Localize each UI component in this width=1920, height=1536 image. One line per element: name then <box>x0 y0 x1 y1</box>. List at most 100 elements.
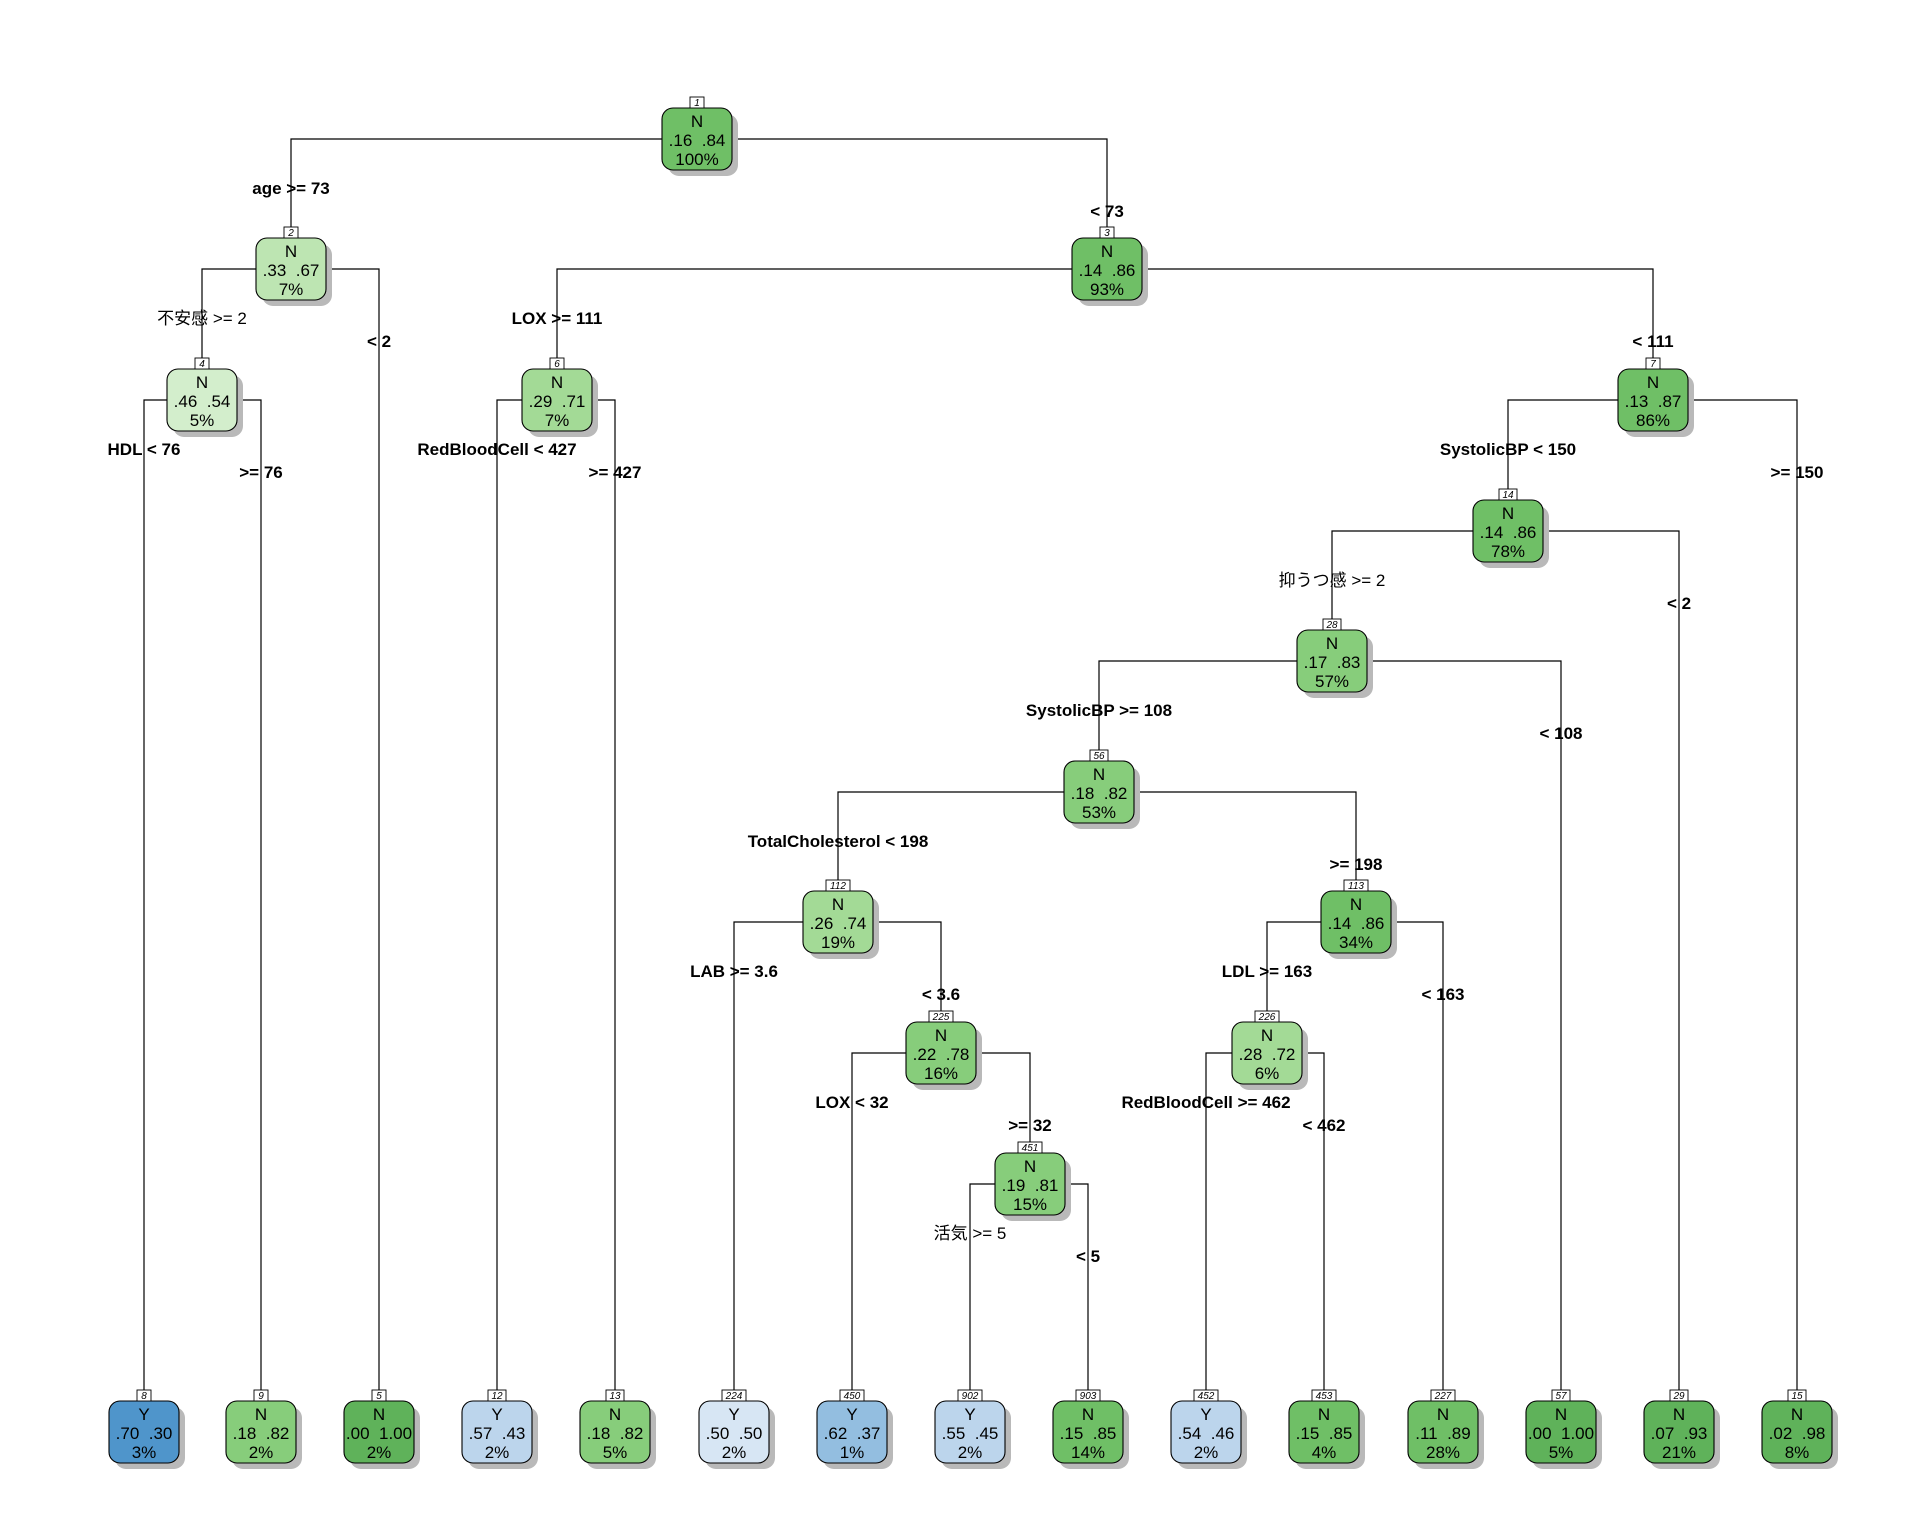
node-id: 227 <box>1434 1391 1452 1402</box>
node-probs: .28 .72 <box>1239 1045 1296 1064</box>
node-id-box <box>1322 618 1342 631</box>
node-id-box <box>957 1389 983 1402</box>
tree-node-57: 57N.00 1.005% <box>1525 1389 1602 1469</box>
node-probs: .22 .78 <box>913 1045 970 1064</box>
node-percent: 2% <box>249 1443 274 1462</box>
node-percent: 6% <box>1255 1064 1280 1083</box>
node-class: Y <box>491 1405 502 1424</box>
edge-28 <box>1098 660 1562 1391</box>
node-probs: .14 .86 <box>1480 523 1537 542</box>
node-class: N <box>255 1405 267 1424</box>
node-percent: 28% <box>1426 1443 1460 1462</box>
node-id: 8 <box>141 1391 147 1402</box>
node-id: 5 <box>376 1391 382 1402</box>
node-percent: 57% <box>1315 672 1349 691</box>
tree-node-9: 9N.18 .822% <box>225 1389 302 1469</box>
tree-node-4: 4N.46 .545% <box>166 357 243 437</box>
node-probs: .33 .67 <box>263 261 320 280</box>
node-probs: .17 .83 <box>1304 653 1361 672</box>
node-probs: .26 .74 <box>810 914 867 933</box>
edge-4 <box>143 399 262 1391</box>
split-label-left-56: TotalCholesterol < 198 <box>748 832 929 851</box>
node-probs: .14 .86 <box>1328 914 1385 933</box>
node-id: 12 <box>491 1391 503 1402</box>
node-percent: 5% <box>1549 1443 1574 1462</box>
split-label-right-226: < 462 <box>1302 1116 1345 1135</box>
node-probs: .15 .85 <box>1060 1424 1117 1443</box>
edge-112 <box>733 921 942 1391</box>
node-class: Y <box>138 1405 149 1424</box>
node-percent: 53% <box>1082 803 1116 822</box>
node-id-box <box>1254 1010 1280 1023</box>
node-id-box <box>825 879 851 892</box>
node-id: 29 <box>1672 1391 1685 1402</box>
node-percent: 100% <box>675 150 718 169</box>
node-class: N <box>1437 1405 1449 1424</box>
node-percent: 78% <box>1491 542 1525 561</box>
node-percent: 4% <box>1312 1443 1337 1462</box>
node-probs: .46 .54 <box>174 392 231 411</box>
node-probs: .18 .82 <box>587 1424 644 1443</box>
tree-node-6: 6N.29 .717% <box>521 357 598 437</box>
node-id: 7 <box>1650 359 1656 370</box>
node-id-box <box>721 1389 747 1402</box>
node-class: N <box>196 373 208 392</box>
node-id: 902 <box>962 1391 979 1402</box>
node-class: N <box>1326 634 1338 653</box>
node-id: 112 <box>830 881 846 892</box>
node-id: 2 <box>287 228 294 239</box>
node-percent: 2% <box>1194 1443 1219 1462</box>
node-percent: 21% <box>1662 1443 1696 1462</box>
split-label-left-112: LAB >= 3.6 <box>690 962 778 981</box>
node-probs: .16 .84 <box>669 131 726 150</box>
node-class: N <box>1024 1157 1036 1176</box>
node-class: Y <box>846 1405 857 1424</box>
node-id: 9 <box>258 1391 264 1402</box>
node-id-box <box>1193 1389 1219 1402</box>
edge-3 <box>556 268 1654 359</box>
split-label-left-7: SystolicBP < 150 <box>1440 440 1576 459</box>
node-id: 452 <box>1198 1391 1215 1402</box>
tree-node-8: 8Y.70 .303% <box>108 1389 185 1469</box>
node-class: N <box>1555 1405 1567 1424</box>
node-class: Y <box>964 1405 975 1424</box>
edge-1 <box>290 138 1108 228</box>
node-class: N <box>935 1026 947 1045</box>
node-id-box <box>689 96 705 109</box>
node-percent: 1% <box>840 1443 865 1462</box>
tree-node-13: 13N.18 .825% <box>579 1389 656 1469</box>
node-class: Y <box>728 1405 739 1424</box>
node-percent: 86% <box>1636 411 1670 430</box>
tree-node-5: 5N.00 1.002% <box>343 1389 420 1469</box>
node-probs: .14 .86 <box>1079 261 1136 280</box>
node-id-box <box>549 357 565 370</box>
split-label-right-28: < 108 <box>1539 724 1582 743</box>
node-percent: 93% <box>1090 280 1124 299</box>
split-label-left-6: RedBloodCell < 427 <box>417 440 576 459</box>
node-id: 14 <box>1502 490 1514 501</box>
node-probs: .07 .93 <box>1651 1424 1708 1443</box>
node-id: 15 <box>1791 1391 1803 1402</box>
node-percent: 7% <box>279 280 304 299</box>
node-id-box <box>487 1389 507 1402</box>
node-probs: .50 .50 <box>706 1424 763 1443</box>
node-id: 56 <box>1093 751 1105 762</box>
split-label-left-1: age >= 73 <box>252 179 330 198</box>
node-id-box <box>1787 1389 1807 1402</box>
node-percent: 14% <box>1071 1443 1105 1462</box>
